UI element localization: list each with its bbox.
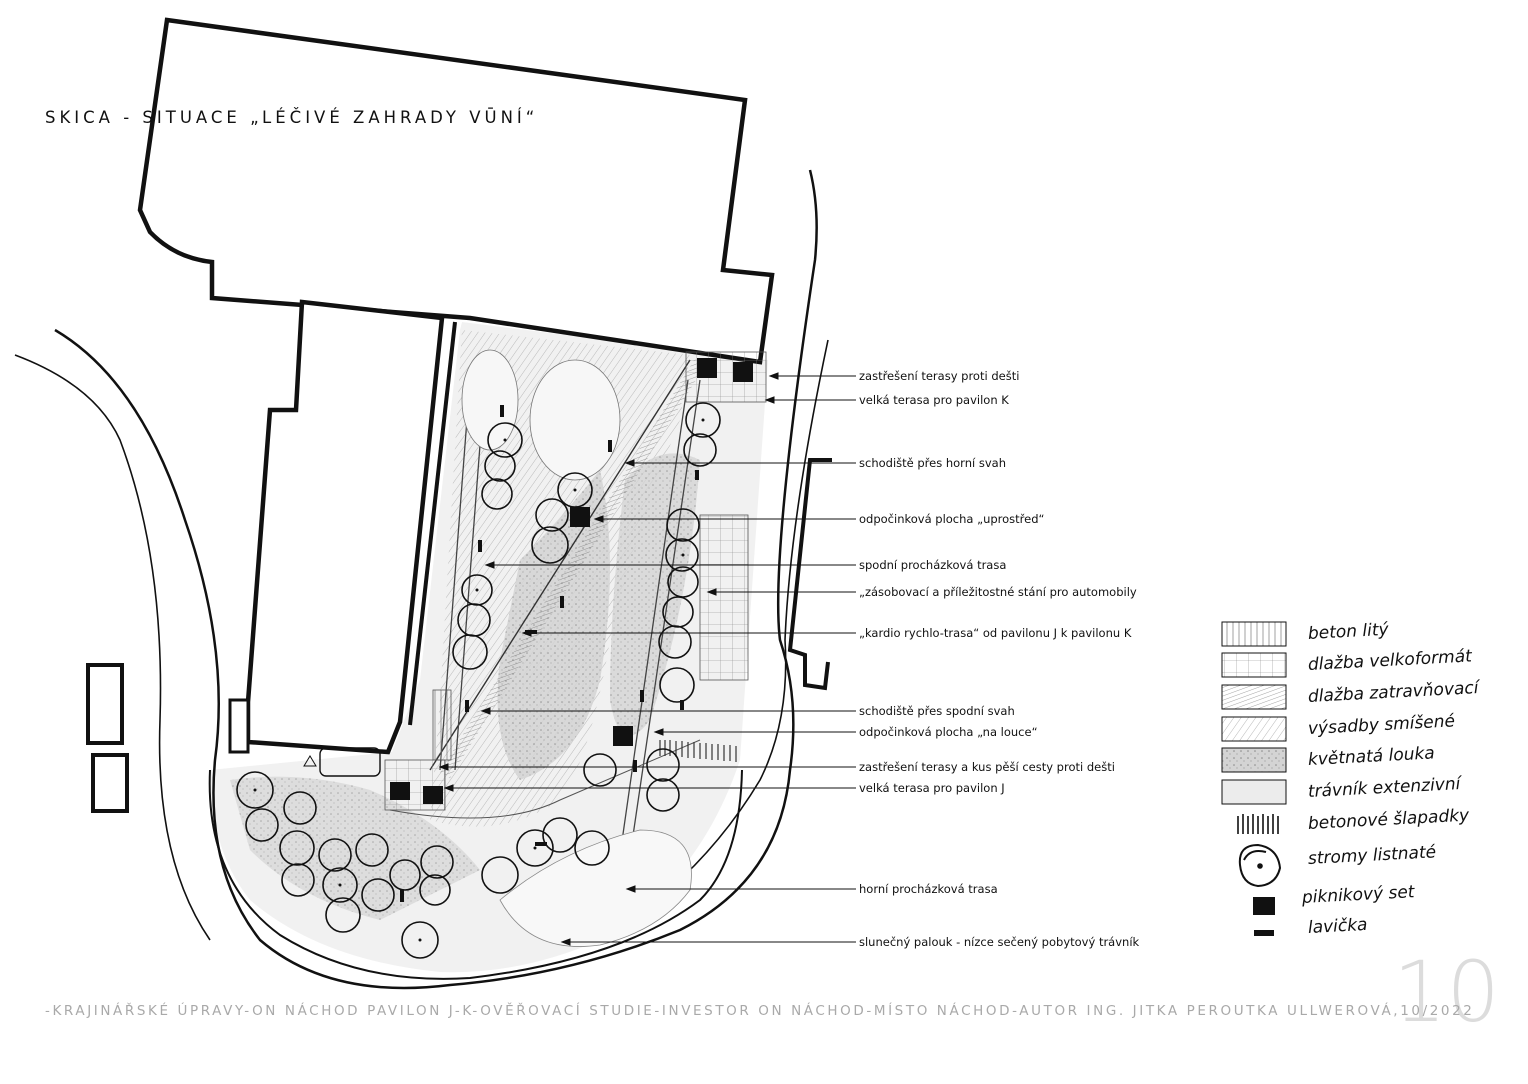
car-box xyxy=(319,747,381,777)
benches xyxy=(400,405,699,902)
legend-picnic-set-icon xyxy=(1253,897,1275,915)
legend-stepping-stones-icon xyxy=(1237,814,1279,834)
sheet-title: SKICA - SITUACE „LÉČIVÉ ZAHRADY VŪNÍ“ xyxy=(45,108,539,127)
parking-box-1 xyxy=(86,663,124,745)
legend-swatch-grass-paving xyxy=(1221,684,1287,710)
sunny-lawn xyxy=(499,829,692,947)
picnic-sets xyxy=(390,358,753,804)
annotation-sunny-lawn: slunečný palouk - nízce sečený pobytový … xyxy=(859,935,1140,949)
page-number: 10 xyxy=(1393,943,1500,1041)
legend-bench-icon xyxy=(1254,930,1274,936)
legend-swatch-lawn xyxy=(1221,779,1287,805)
deciduous-trees xyxy=(236,402,721,959)
annotation-upper-walking-route: horní procházková trasa xyxy=(859,882,998,896)
annotation-lower-walking-route: spodní procházková trasa xyxy=(859,558,1007,572)
road-outer-left xyxy=(54,169,818,990)
annotation-roof-terrace-k: zastřešení terasy proti dešti xyxy=(859,369,1020,383)
inner-curb xyxy=(208,769,743,980)
lower-path-sweep xyxy=(389,739,701,819)
legend-label-bench: lavička xyxy=(1307,914,1368,938)
kardio-route-edge xyxy=(439,358,706,779)
building-pavilon-k xyxy=(137,17,775,365)
annotation-terrace-j: velká terasa pro pavilon J xyxy=(859,781,1005,795)
triangle-marker xyxy=(303,755,317,767)
legend-swatch-mixed-planting xyxy=(1221,716,1287,742)
legend-swatch-concrete xyxy=(1221,621,1287,647)
right-retaining-wall xyxy=(787,458,832,691)
legend-deciduous-tree-icon xyxy=(1238,843,1282,888)
annotation-stairs-upper: schodiště přes horní svah xyxy=(859,456,1006,470)
lawn-upper-left xyxy=(461,349,519,451)
upper-walking-route-2 xyxy=(614,379,689,891)
annotation-roof-terrace-j: zastřešení terasy a kus pěší cesty proti… xyxy=(859,760,1115,774)
sheet-footer: -KRAJINÁŘSKÉ ÚPRAVY-ON NÁCHOD PAVILON J-… xyxy=(45,1003,1475,1019)
meadow-area-2 xyxy=(610,453,700,736)
annotation-terrace-k: velká terasa pro pavilon K xyxy=(859,393,1009,407)
annotation-rest-area-middle: odpočinková plocha „uprostřed“ xyxy=(859,512,1045,526)
annotation-kardio-route: „kardio rychlo-trasa“ od pavilonu J k pa… xyxy=(859,626,1132,640)
legend-swatches xyxy=(1221,621,1287,936)
legend-swatch-large-paving xyxy=(1221,652,1287,678)
annotation-supply-parking: „zásobovací a příležitostné stání pro au… xyxy=(859,585,1137,599)
building-j-annex xyxy=(228,698,250,754)
road-far-left xyxy=(14,354,211,941)
parking-box-2 xyxy=(91,753,129,813)
lawn-oval xyxy=(529,359,621,481)
legend-swatch-meadow xyxy=(1221,747,1287,773)
connecting-wall xyxy=(408,321,457,726)
legend-label-concrete: beton litý xyxy=(1307,619,1390,644)
annotation-rest-area-meadow: odpočinková plocha „na louce“ xyxy=(859,725,1038,739)
annotation-stairs-lower: schodiště přes spodní svah xyxy=(859,704,1015,718)
tree-trunks xyxy=(253,418,705,942)
upper-walking-route xyxy=(624,379,701,891)
annotation-arrows xyxy=(438,372,856,946)
stepping-stones xyxy=(659,740,737,762)
stairs-lower xyxy=(432,689,452,761)
parking-strip xyxy=(699,514,749,681)
